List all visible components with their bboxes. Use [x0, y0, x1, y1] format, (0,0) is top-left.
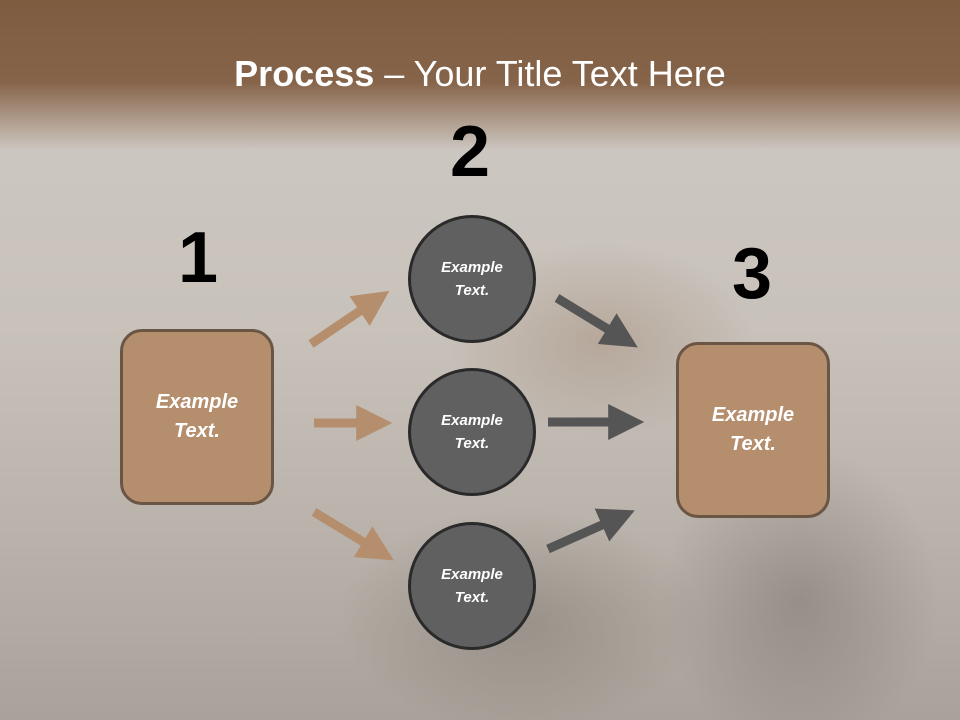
slide-title: Process – Your Title Text Here: [0, 52, 960, 96]
title-bold: Process: [234, 53, 375, 94]
circle-top-text: Example Text.: [441, 259, 503, 299]
step-number-1: 1: [178, 218, 219, 298]
circle-bottom: Example Text.: [408, 522, 536, 650]
arrow-to-top: [308, 290, 390, 348]
left-box: Example Text.: [120, 329, 274, 505]
circle-bottom-text: Example Text.: [441, 566, 503, 606]
right-box-text: Example Text.: [711, 404, 795, 455]
right-box: Example Text.: [676, 342, 830, 518]
left-box-text: Example Text.: [155, 391, 239, 442]
title-rest: – Your Title Text Here: [374, 53, 726, 94]
circle-top: Example Text.: [408, 215, 536, 343]
arrow-from-bottom: [546, 508, 635, 554]
arrow-to-bottom: [311, 508, 394, 561]
step-number-2: 2: [450, 112, 491, 192]
circle-middle: Example Text.: [408, 368, 536, 496]
title-band: [0, 0, 960, 150]
step-number-3: 3: [732, 234, 773, 314]
circle-middle-text: Example Text.: [441, 412, 503, 452]
arrow-from-top: [554, 294, 638, 348]
